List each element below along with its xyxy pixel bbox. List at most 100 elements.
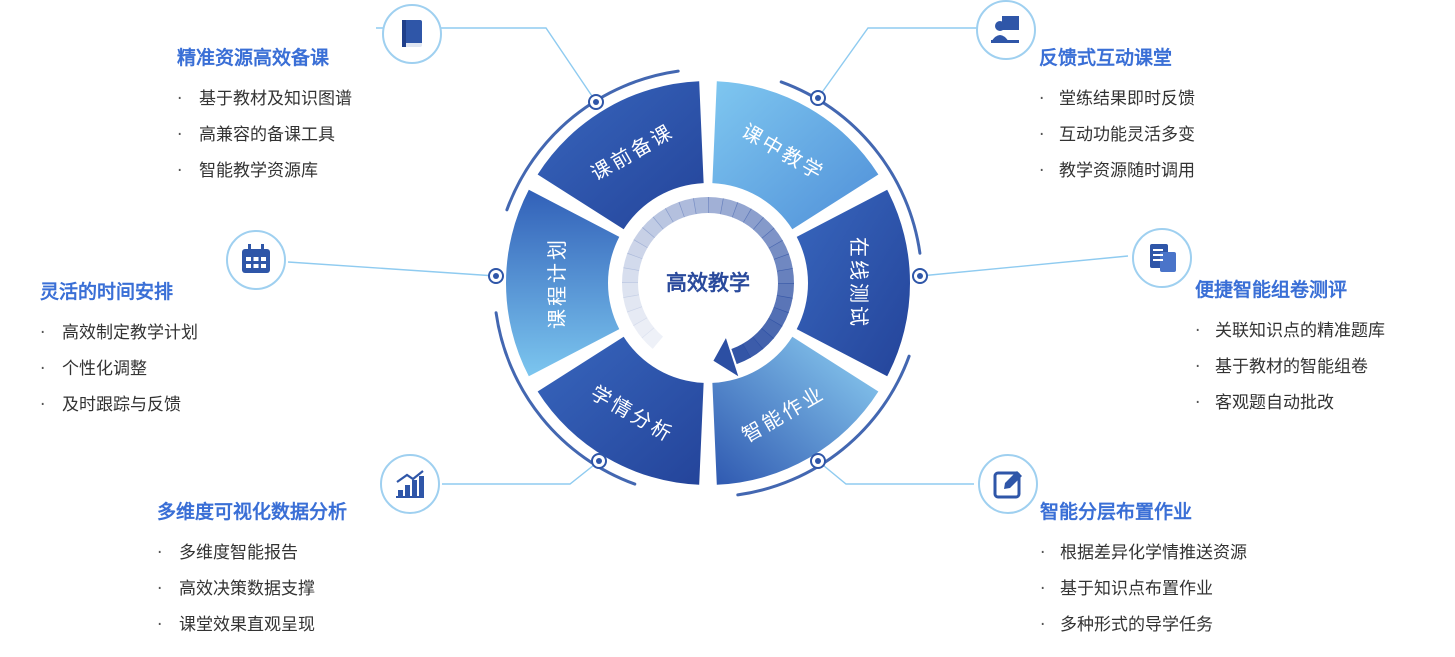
teacher-board-icon [976, 0, 1036, 60]
hub-ring-piece [752, 217, 775, 239]
segment-ana: 学情分析 [537, 336, 704, 485]
hub-ring-piece [768, 240, 790, 260]
book-icon [382, 4, 442, 64]
feature-list-schedule: ·高效制定教学计划 ·个性化调整 ·及时跟踪与反馈 [40, 315, 198, 423]
list-item: ·关联知识点的精准题库 [1195, 321, 1385, 341]
hub-ring-piece [776, 283, 794, 299]
feature-block-exam: 便捷智能组卷测评 ·关联知识点的精准题库 ·基于教材的智能组卷 ·客观题自动批改 [1195, 277, 1385, 421]
marker-dot [815, 95, 821, 101]
calendar-icon [226, 230, 286, 290]
feature-title-classroom: 反馈式互动课堂 [1039, 47, 1173, 69]
feature-list-prep: ·基于教材及知识图谱 ·高兼容的备课工具 ·智能教学资源库 [177, 81, 352, 189]
marker-dot [593, 99, 599, 105]
hub-ring-piece [622, 267, 640, 283]
list-item: ·客观题自动批改 [1195, 393, 1334, 413]
feature-title-analytics: 多维度可视化数据分析 [157, 501, 348, 523]
list-item: ·多种形式的导学任务 [1040, 615, 1213, 635]
hub-ring-piece [633, 317, 655, 339]
list-item: ·基于教材的智能组卷 [1195, 357, 1368, 377]
segment-shape-pre [537, 81, 704, 230]
list-item: ·互动功能灵活多变 [1039, 125, 1195, 145]
list-item: ·智能教学资源库 [177, 161, 318, 181]
hub-ring-piece [652, 208, 674, 230]
hub-ring-piece [761, 318, 783, 339]
list-item: ·教学资源随时调用 [1039, 161, 1195, 181]
hub-ring-piece [776, 268, 794, 284]
list-item: ·高效制定教学计划 [40, 323, 198, 343]
marker-dot [596, 458, 602, 464]
connector-homework [817, 460, 974, 485]
hub-ring-piece [768, 306, 789, 327]
feature-block-homework: 智能分层布置作业 ·根据差异化学情推送资源 ·基于知识点布置作业 ·多种形式的导… [1040, 499, 1247, 643]
list-item: ·基于知识点布置作业 [1040, 579, 1213, 599]
hub-label: 高效教学 [666, 271, 750, 295]
decor-arc [505, 69, 680, 212]
hub-arrow-icon [713, 338, 739, 377]
decor-arc [736, 354, 911, 497]
feature-icons [226, 0, 1192, 514]
segment-pre: 课前备课 [537, 81, 704, 230]
segment-ring: 课前备课课中教学在线测试智能作业学情分析 课程计划 [505, 81, 911, 485]
bar-chart-icon [380, 454, 440, 514]
connector-analytics [442, 460, 600, 485]
hub-ring-piece [627, 239, 648, 260]
list-item: ·高效决策数据支撑 [157, 579, 315, 599]
feature-block-classroom: 反馈式互动课堂 ·堂练结果即时反馈 ·互动功能灵活多变 ·教学资源随时调用 [1039, 45, 1195, 189]
feature-title-schedule: 灵活的时间安排 [40, 281, 174, 303]
marker-dot [917, 273, 923, 279]
decor-arc [494, 311, 637, 486]
hub-ring-piece [641, 327, 664, 349]
hub-ring-piece [623, 252, 643, 271]
segment-label-test: 在线测试 [847, 237, 871, 329]
decor-arc [779, 80, 922, 255]
feature-title-exam: 便捷智能组卷测评 [1195, 279, 1348, 301]
segment-shape-hw [712, 336, 879, 485]
hub-ring-piece [731, 202, 752, 223]
connector-classroom [817, 27, 1030, 99]
connector-exam [919, 255, 1129, 277]
feature-block-analytics: 多维度可视化数据分析 ·多维度智能报告 ·高效决策数据支撑 ·课堂效果直观呈现 [157, 499, 347, 643]
segment-shape-ana [537, 336, 704, 485]
hub-ring-piece [743, 208, 764, 230]
list-item: ·堂练结果即时反馈 [1039, 89, 1195, 109]
hub-ring-piece [678, 198, 697, 218]
hub-ring-piece [642, 216, 664, 239]
hub-ring-piece [622, 282, 640, 298]
segment-shape-test [796, 189, 911, 377]
edit-icon [978, 454, 1038, 514]
segment-mid: 课中教学 [712, 81, 879, 230]
list-item: ·课堂效果直观呈现 [157, 615, 315, 635]
feature-list-classroom: ·堂练结果即时反馈 ·互动功能灵活多变 ·教学资源随时调用 [1039, 81, 1195, 189]
feature-title-homework: 智能分层布置作业 [1040, 501, 1193, 523]
segment-hw: 智能作业 [712, 336, 879, 485]
marker-dot [815, 458, 821, 464]
list-item: ·及时跟踪与反馈 [40, 395, 181, 415]
document-icon [1132, 228, 1192, 288]
feature-list-homework: ·根据差异化学情推送资源 ·基于知识点布置作业 ·多种形式的导学任务 [1040, 535, 1247, 643]
segment-shape-mid [712, 81, 879, 230]
feature-title-prep: 精准资源高效备课 [177, 47, 330, 69]
hub-ring-piece [633, 227, 655, 248]
segment-test: 在线测试 [796, 189, 911, 377]
hub-ring-piece [623, 294, 643, 313]
center-hub: 高效教学 [622, 197, 794, 377]
connector-lines [287, 19, 1130, 485]
marker-dot [493, 273, 499, 279]
segment-plan: 课程计划 [505, 189, 620, 377]
feature-list-exam: ·关联知识点的精准题库 ·基于教材的智能组卷 ·客观题自动批改 [1195, 313, 1385, 421]
outer-decor-arcs [494, 69, 922, 497]
list-item: ·个性化调整 [40, 359, 147, 379]
hub-ring-piece [708, 197, 724, 215]
feature-list-analytics: ·多维度智能报告 ·高效决策数据支撑 ·课堂效果直观呈现 [157, 535, 347, 643]
hub-ring-piece [665, 201, 685, 223]
hub-ring-piece [693, 197, 709, 215]
list-item: ·根据差异化学情推送资源 [1040, 543, 1247, 563]
segment-markers [488, 90, 928, 469]
segment-label-plan: 课程计划 [545, 237, 569, 329]
feature-block-prep: 精准资源高效备课 ·基于教材及知识图谱 ·高兼容的备课工具 ·智能教学资源库 [177, 45, 352, 189]
segment-shape-plan [505, 189, 620, 377]
feature-block-schedule: 灵活的时间安排 ·高效制定教学计划 ·个性化调整 ·及时跟踪与反馈 [40, 279, 198, 423]
list-item: ·高兼容的备课工具 [177, 125, 335, 145]
hub-ring-piece [731, 343, 751, 365]
